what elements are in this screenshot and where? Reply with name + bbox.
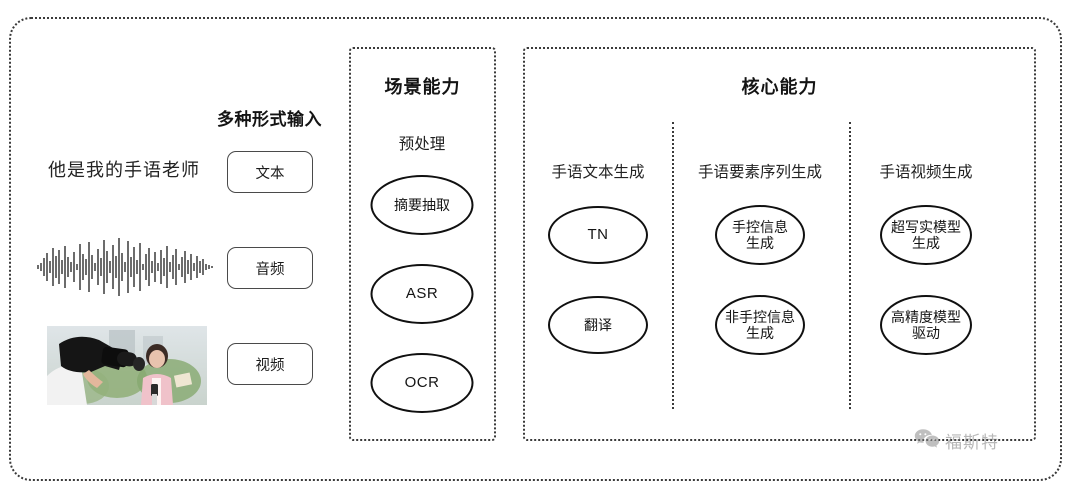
- scene-panel-title: 场景能力: [384, 77, 461, 97]
- core-column-head-1: 手语文本生成: [551, 164, 645, 181]
- core-column-head-2: 手语要素序列生成: [697, 164, 823, 181]
- core-column-divider-1: [672, 122, 674, 409]
- node-label: 超写实模型生成: [891, 218, 961, 251]
- modality-label: 文本: [255, 165, 285, 182]
- node-label: ASR: [405, 285, 439, 303]
- node-label: 手控信息生成: [732, 218, 788, 251]
- modality-label: 音频: [255, 261, 285, 278]
- wechat-icon: [914, 428, 940, 453]
- outer-frame: [9, 17, 1062, 481]
- waveform-icon: [36, 236, 214, 298]
- modality-label: 视频: [255, 357, 285, 374]
- node-label: OCR: [404, 374, 440, 392]
- scene-capability-panel: 场景能力: [349, 47, 496, 441]
- node-feishoukong-xinxi-shengcheng[interactable]: 非手控信息生成: [715, 295, 805, 355]
- node-gaojingdu-moxing-qudong[interactable]: 高精度模型驱动: [880, 295, 972, 355]
- node-label: TN: [587, 226, 609, 244]
- node-label: 非手控信息生成: [725, 308, 795, 341]
- watermark: 福斯特: [914, 428, 999, 453]
- modality-button-video[interactable]: 视频: [227, 343, 313, 385]
- inputs-title: 多种形式输入: [217, 110, 322, 129]
- node-asr[interactable]: ASR: [370, 264, 474, 324]
- node-chaoxieshi-moxing-shengcheng[interactable]: 超写实模型生成: [880, 205, 972, 265]
- scene-column-head: 预处理: [398, 136, 446, 153]
- node-label: 翻译: [584, 316, 612, 333]
- core-panel-title: 核心能力: [741, 77, 818, 97]
- core-column-divider-2: [849, 122, 851, 409]
- node-ocr[interactable]: OCR: [370, 353, 474, 413]
- watermark-text: 福斯特: [945, 433, 999, 452]
- node-label: 高精度模型驱动: [891, 308, 961, 341]
- sample-sentence: 他是我的手语老师: [48, 160, 200, 180]
- modality-button-text[interactable]: 文本: [227, 151, 313, 193]
- node-tn[interactable]: TN: [548, 206, 648, 264]
- node-fanyi[interactable]: 翻译: [548, 296, 648, 354]
- modality-button-audio[interactable]: 音频: [227, 247, 313, 289]
- node-label: 摘要抽取: [394, 196, 450, 213]
- video-thumbnail-icon: [47, 326, 207, 405]
- node-shoukong-xinxi-shengcheng[interactable]: 手控信息生成: [715, 205, 805, 265]
- core-capability-panel: 核心能力: [523, 47, 1036, 441]
- node-zhaiyao-chouqu[interactable]: 摘要抽取: [370, 175, 474, 235]
- core-column-head-3: 手语视频生成: [879, 164, 973, 181]
